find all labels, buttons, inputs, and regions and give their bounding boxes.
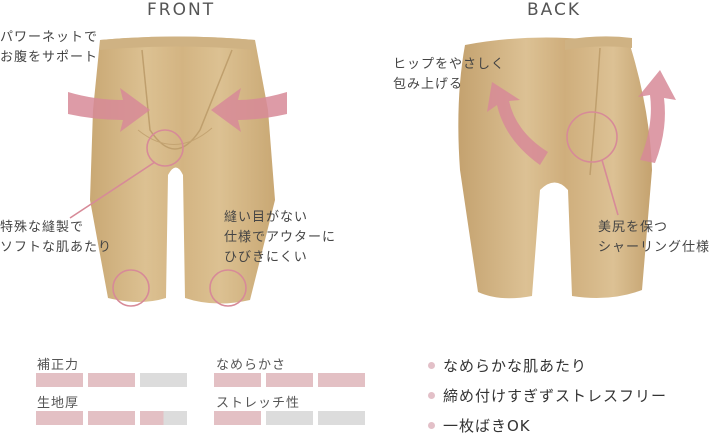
callout-soft-seam: 特殊な縫製で ソフトな肌あたり	[0, 220, 113, 255]
back-lift-arrows	[487, 70, 676, 165]
rating-segment	[140, 373, 187, 387]
rating-segment	[140, 411, 187, 425]
bullet-icon	[428, 422, 435, 429]
bullet-icon	[428, 392, 435, 399]
feature-item: 一枚ばきOK	[428, 415, 531, 436]
back-title: BACK	[527, 0, 582, 20]
rating-segment	[214, 411, 261, 425]
rating-segment	[266, 373, 313, 387]
rating-label-stretch: ストレッチ性	[216, 396, 301, 411]
rating-segment	[266, 411, 313, 425]
front-compression-arrows	[68, 88, 287, 132]
rating-segment	[318, 373, 365, 387]
bullet-icon	[428, 362, 435, 369]
front-detail-markers	[69, 129, 247, 307]
product-illustration	[68, 36, 676, 307]
callout-tummy-support: パワーネットで お腹をサポート	[0, 30, 99, 65]
rating-segment	[88, 411, 135, 425]
rating-segment	[88, 373, 135, 387]
rating-segment	[318, 411, 365, 425]
feature-text: 締め付けすぎずストレスフリー	[443, 387, 668, 405]
feature-item: 締め付けすぎずストレスフリー	[428, 385, 667, 406]
rating-segment	[36, 373, 83, 387]
rating-label-correction: 補正力	[37, 358, 80, 373]
rating-label-smoothness: なめらかさ	[216, 358, 287, 373]
feature-text: なめらかな肌あたり	[443, 357, 588, 375]
front-title: FRONT	[147, 0, 216, 20]
feature-text: 一枚ばきOK	[443, 417, 531, 435]
rating-segment	[36, 411, 83, 425]
rating-label-thickness: 生地厚	[37, 396, 80, 411]
rating-segment	[214, 373, 261, 387]
feature-item: なめらかな肌あたり	[428, 355, 587, 376]
callout-shirring: 美尻を保つ シャーリング仕様	[598, 220, 711, 255]
back-detail-marker	[566, 111, 619, 216]
callout-hip-lift: ヒップをやさしく 包み上げる	[393, 57, 506, 92]
callout-seamless-hem: 縫い目がない 仕様でアウターに ひびきにくい	[224, 210, 337, 265]
